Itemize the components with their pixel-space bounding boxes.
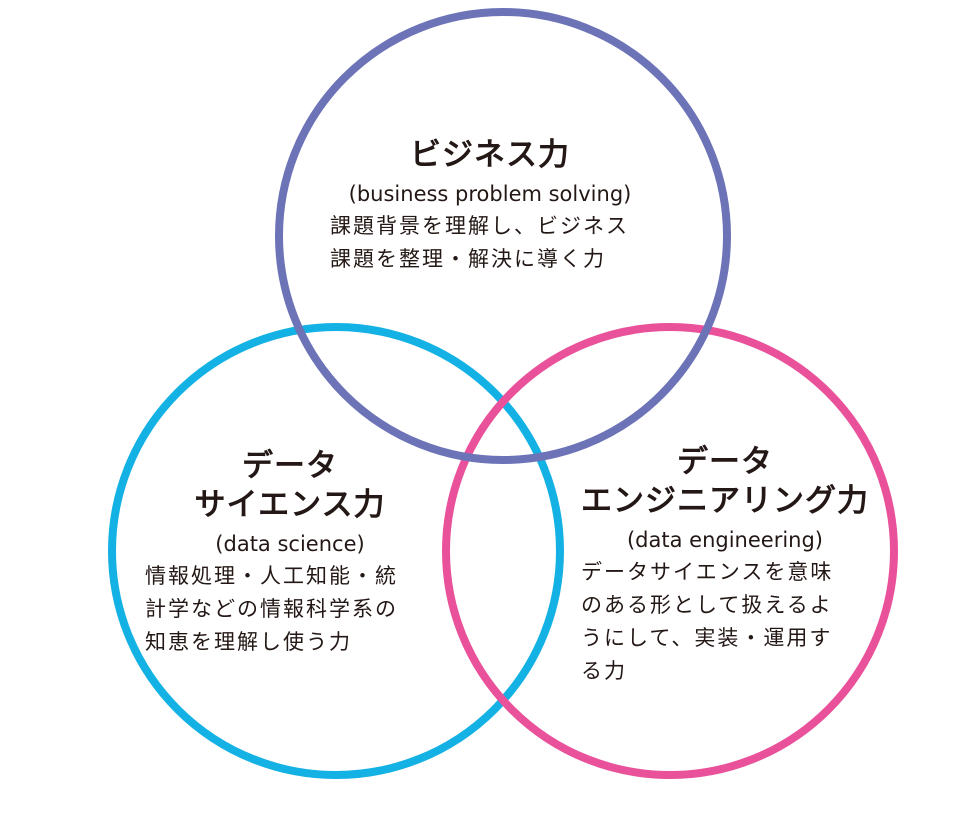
- engineering-title-line: データ: [677, 444, 773, 480]
- data-engineering-skill-label: データ エンジニアリング力 (data engineering) データサイエン…: [575, 443, 875, 688]
- engineering-desc-line: うにして、実装・運用す: [581, 626, 833, 650]
- business-subtitle: (business problem solving): [348, 182, 632, 206]
- engineering-circle: [442, 323, 898, 779]
- data-science-skill-label: データ サイエンス力 (data science) 情報処理・人工知能・統 計学…: [140, 447, 440, 659]
- engineering-title: データ エンジニアリング力: [575, 443, 875, 521]
- engineering-subtitle: (data engineering): [626, 528, 823, 552]
- engineering-description: データサイエンスを意味 のある形として扱えるよ うにして、実装・運用す る力: [581, 556, 869, 688]
- business-desc-line: 課題背景を理解し、ビジネス: [330, 214, 629, 238]
- business-desc-line: 課題を整理・解決に導く力: [330, 247, 606, 271]
- engineering-title-line: エンジニアリング力: [581, 483, 869, 519]
- engineering-desc-line: のある形として扱えるよ: [581, 593, 833, 617]
- science-desc-line: 計学などの情報科学系の: [145, 597, 398, 621]
- engineering-desc-line: る力: [581, 659, 627, 683]
- business-skill-label: ビジネス力 (business problem solving) 課題背景を理解…: [330, 136, 650, 276]
- science-subtitle: (data science): [215, 532, 365, 556]
- science-desc-line: 情報処理・人工知能・統: [145, 564, 398, 588]
- science-title: データ サイエンス力: [140, 447, 440, 525]
- business-title-line: ビジネス力: [410, 137, 570, 173]
- business-description: 課題背景を理解し、ビジネス 課題を整理・解決に導く力: [330, 210, 650, 276]
- business-circle: [275, 8, 731, 464]
- business-title: ビジネス力: [330, 136, 650, 175]
- science-circle: [108, 323, 564, 779]
- engineering-desc-line: データサイエンスを意味: [581, 560, 834, 584]
- science-description: 情報処理・人工知能・統 計学などの情報科学系の 知恵を理解し使う力: [145, 560, 435, 659]
- science-title-line: データ: [242, 448, 338, 484]
- science-title-line: サイエンス力: [194, 487, 386, 523]
- science-desc-line: 知恵を理解し使う力: [145, 630, 352, 654]
